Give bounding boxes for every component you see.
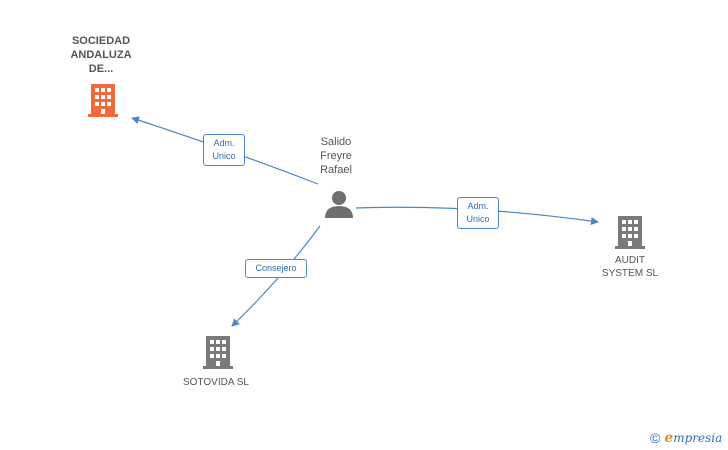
brand-watermark: © empresia: [650, 428, 722, 448]
node-name-line: SOCIEDAD: [71, 35, 131, 47]
edge-label-consejero: Consejero: [245, 259, 307, 278]
brand-name-rest: mpresia: [673, 431, 723, 445]
node-label-person[interactable]: Salido Freyre Rafael: [296, 135, 376, 177]
node-label-sociedad-andaluza[interactable]: SOCIEDAD ANDALUZA DE...: [53, 34, 149, 76]
node-name-line: SYSTEM SL: [601, 268, 659, 279]
node-name-line: ANDALUZA: [70, 49, 132, 61]
copyright-icon: ©: [650, 430, 661, 446]
node-name-line: DE...: [88, 63, 114, 75]
brand-name: empresia: [664, 430, 722, 446]
edge-to-sotovida: [231, 225, 321, 327]
building-icon[interactable]: [615, 216, 645, 249]
person-icon[interactable]: [325, 191, 353, 218]
node-name-line: Salido: [320, 136, 352, 148]
node-label-audit-system[interactable]: AUDIT SYSTEM SL: [585, 254, 675, 280]
edge-label-line: Adm.: [467, 201, 489, 211]
building-icon[interactable]: [203, 336, 233, 369]
edge-label-line: Unico: [466, 214, 490, 224]
edge-label-line: Consejero: [255, 263, 297, 273]
edge-label-line: Adm.: [213, 138, 235, 148]
edge-label-line: Unico: [212, 151, 236, 161]
node-name-line: Freyre: [320, 150, 352, 162]
edge-label-adm-unico: Adm. Unico: [457, 197, 499, 229]
edge-label-adm-unico: Adm. Unico: [203, 134, 245, 166]
node-name-line: Rafael: [320, 164, 352, 176]
brand-name-e: e: [664, 430, 674, 446]
node-name-line: AUDIT: [615, 255, 645, 266]
node-name-line: SOTOVIDA SL: [183, 377, 249, 388]
building-icon[interactable]: [88, 84, 118, 117]
node-label-sotovida[interactable]: SOTOVIDA SL: [166, 376, 266, 389]
